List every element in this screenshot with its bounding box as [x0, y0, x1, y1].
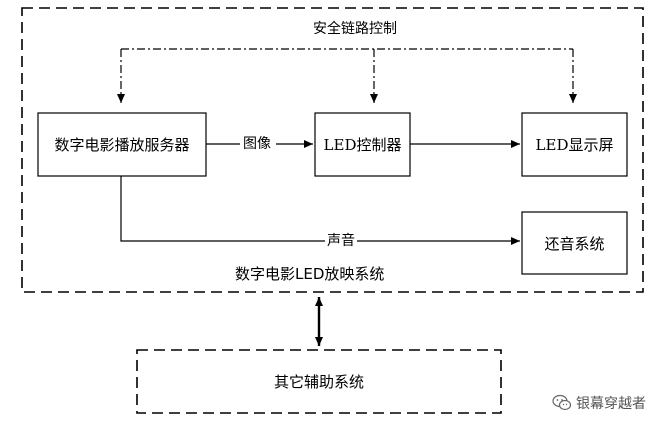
aux-system-box: [136, 349, 502, 414]
safety-link-lines: [117, 48, 577, 103]
wechat-icon: [552, 394, 572, 411]
audio-label: 还音系统: [544, 234, 605, 253]
aux-label: 其它辅助系统: [273, 373, 364, 391]
sound-edge-label: 声音: [325, 233, 357, 249]
watermark-text: 银幕穿越者: [576, 396, 646, 412]
system-boundary: [21, 7, 644, 293]
server-label: 数字电影播放服务器: [54, 136, 190, 154]
audio-box: [521, 211, 628, 275]
watermark: 银幕穿越者: [552, 393, 646, 413]
sound-arrow: [120, 176, 520, 245]
led-controller-label: LED控制器: [323, 136, 402, 154]
led-screen-box: [521, 112, 628, 177]
image-edge-label: 图像: [243, 136, 271, 152]
safety-link-label: 安全链路控制: [313, 21, 397, 37]
led-screen-label: LED显示屏: [535, 136, 614, 154]
system-label: 数字电影LED放映系统: [235, 265, 385, 283]
